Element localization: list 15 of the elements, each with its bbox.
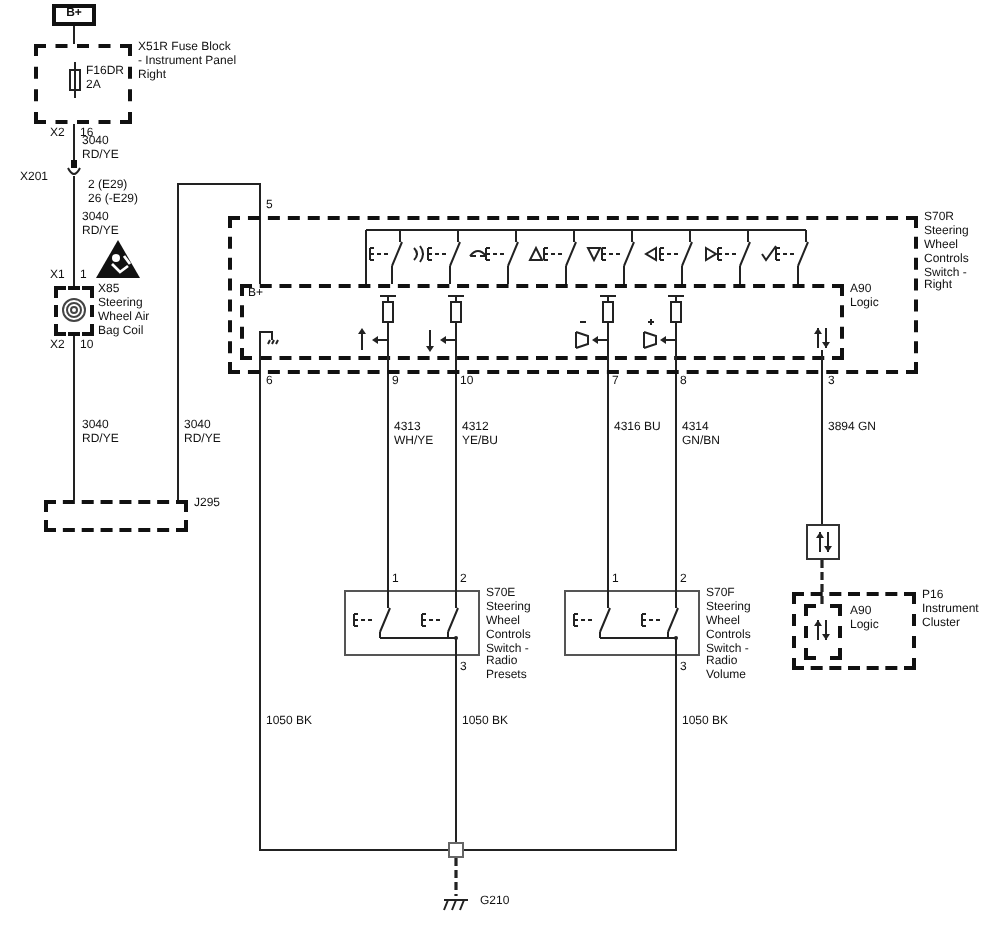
wire bbox=[675, 359, 677, 591]
wire bbox=[73, 123, 75, 161]
wire bbox=[454, 858, 458, 896]
wire bbox=[455, 359, 457, 591]
wire bbox=[455, 655, 457, 843]
wire bbox=[73, 335, 75, 501]
wire bbox=[607, 359, 609, 591]
wire bbox=[387, 359, 389, 591]
wire bbox=[821, 359, 823, 525]
wire bbox=[73, 175, 75, 287]
wire bbox=[463, 655, 677, 851]
wire bbox=[177, 183, 261, 501]
wire bbox=[259, 359, 449, 851]
wire bbox=[820, 560, 824, 604]
wire bbox=[73, 25, 75, 45]
